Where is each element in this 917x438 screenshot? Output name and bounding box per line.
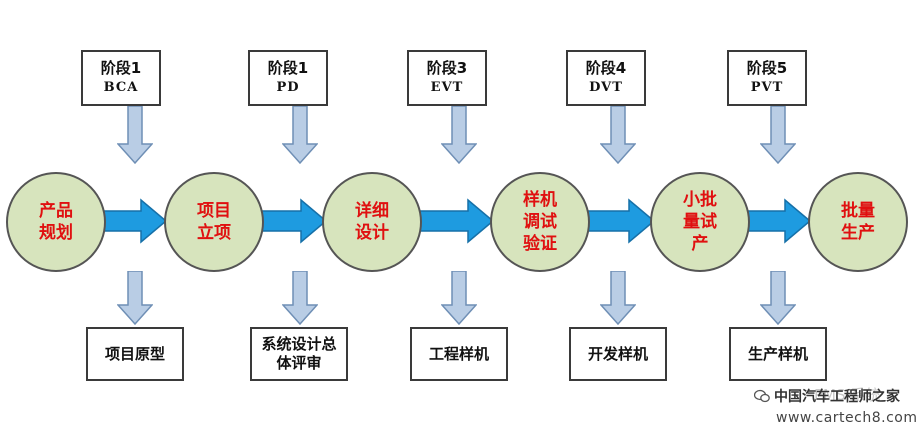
node-line: 调试 xyxy=(523,212,557,232)
stage-name: 阶段3 xyxy=(426,59,468,77)
down-arrow-bottom-1 xyxy=(117,271,153,325)
output-box-4: 开发样机 xyxy=(569,327,667,381)
down-arrow-bottom-2 xyxy=(282,271,318,325)
output-label: 开发样机 xyxy=(587,344,648,363)
node-line: 批量 xyxy=(841,201,875,221)
process-node-4: 样机 调试 验证 xyxy=(490,172,590,272)
stage-box-3: 阶段3 EVT xyxy=(407,50,487,106)
output-box-1: 项目原型 xyxy=(86,327,184,381)
down-arrow-top-4 xyxy=(600,106,636,164)
stage-box-1: 阶段1 BCA xyxy=(81,50,161,106)
stage-box-2: 阶段1 PD xyxy=(248,50,328,106)
node-line: 项目 xyxy=(197,201,231,221)
process-node-2: 项目 立项 xyxy=(164,172,264,272)
output-label: 项目原型 xyxy=(104,344,165,363)
flow-arrow-1 xyxy=(99,198,167,244)
stage-code: PVT xyxy=(750,80,784,95)
output-label: 生产样机 xyxy=(747,344,808,363)
stage-code: DVT xyxy=(589,80,623,95)
output-label: 系统设计总 xyxy=(261,335,337,353)
stage-code: BCA xyxy=(103,80,139,95)
stage-name: 阶段1 xyxy=(100,59,142,77)
stage-box-4: 阶段4 DVT xyxy=(566,50,646,106)
flow-arrow-5 xyxy=(745,198,811,244)
node-line: 小批 xyxy=(683,190,717,210)
stage-code: EVT xyxy=(430,80,464,95)
down-arrow-top-1 xyxy=(117,106,153,164)
node-line: 验证 xyxy=(523,234,557,254)
flow-arrow-4 xyxy=(585,198,655,244)
node-line: 详细 xyxy=(355,201,389,221)
node-line: 量试 xyxy=(683,212,717,232)
node-line: 立项 xyxy=(197,223,231,243)
down-arrow-top-5 xyxy=(760,106,796,164)
watermark-faint-text: PMS 系统 xyxy=(814,386,881,404)
wechat-icon xyxy=(754,389,770,403)
flow-arrow-2 xyxy=(259,198,327,244)
output-label: 工程样机 xyxy=(428,344,489,363)
output-box-3: 工程样机 xyxy=(410,327,508,381)
stage-name: 阶段4 xyxy=(585,59,627,77)
watermark-line2: www.cartech8.com xyxy=(776,410,917,426)
down-arrow-bottom-4 xyxy=(600,271,636,325)
node-line: 样机 xyxy=(523,190,557,210)
watermark-line1: 中国汽车工程师之家 xyxy=(774,389,900,405)
process-node-3: 详细 设计 xyxy=(322,172,422,272)
down-arrow-top-3 xyxy=(441,106,477,164)
output-box-5: 生产样机 xyxy=(729,327,827,381)
node-line: 生产 xyxy=(841,223,875,243)
node-line: 设计 xyxy=(355,223,389,243)
down-arrow-top-2 xyxy=(282,106,318,164)
process-node-6: 批量 生产 xyxy=(808,172,908,272)
process-node-1: 产品 规划 xyxy=(6,172,106,272)
process-node-5: 小批 量试 产 xyxy=(650,172,750,272)
down-arrow-bottom-5 xyxy=(760,271,796,325)
watermark-title: 中国汽车工程师之家 xyxy=(754,386,900,406)
stage-name: 阶段1 xyxy=(267,59,309,77)
output-box-2: 系统设计总 体评审 xyxy=(250,327,348,381)
node-line: 产品 xyxy=(39,201,73,221)
stage-box-5: 阶段5 PVT xyxy=(727,50,807,106)
watermark: PMS 系统 中国汽车工程师之家 www.cartech8.com xyxy=(754,384,917,432)
stage-name: 阶段5 xyxy=(746,59,788,77)
down-arrow-bottom-3 xyxy=(441,271,477,325)
node-line: 产 xyxy=(691,234,709,254)
output-label: 体评审 xyxy=(276,354,322,372)
stage-code: PD xyxy=(276,80,300,95)
node-line: 规划 xyxy=(39,223,73,243)
flow-arrow-3 xyxy=(420,198,494,244)
